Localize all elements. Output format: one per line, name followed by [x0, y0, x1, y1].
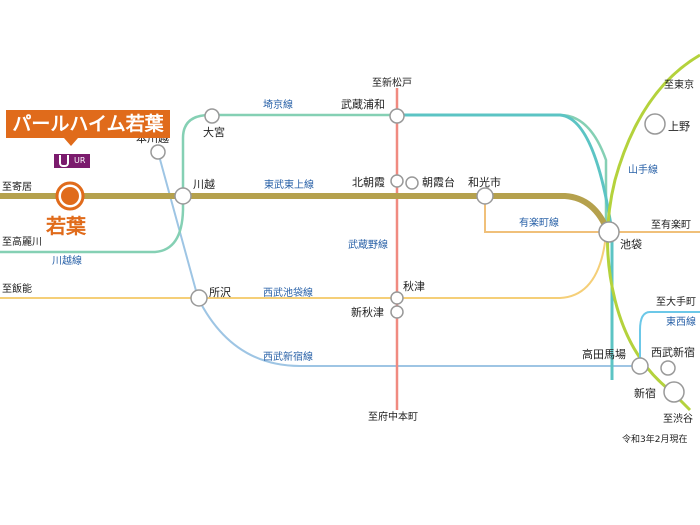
station-label-takadanobaba: 高田馬場 — [582, 347, 626, 361]
line-label-tobu-tojo: 東武東上線 — [264, 178, 314, 191]
ur-mark-icon — [59, 155, 69, 167]
station-marker-wakaba-center — [61, 187, 79, 205]
station-label-tokorozawa: 所沢 — [209, 285, 231, 299]
station-marker-musashi-urawa — [389, 108, 405, 124]
station-marker-kita-asaka — [390, 174, 404, 188]
station-marker-shinjuku — [663, 381, 685, 403]
station-label-kawagoe: 川越 — [193, 177, 215, 191]
station-marker-akitsu — [390, 291, 404, 305]
dest-tokyo: 至東京 — [664, 78, 694, 91]
ur-logo: UR — [54, 154, 90, 168]
station-label-seibu-shinjuku: 西武新宿 — [651, 345, 695, 359]
dest-shin-matsudo: 至新松戸 — [372, 76, 412, 89]
ur-logo-text: UR — [74, 156, 86, 165]
saikyo-teal-segment — [397, 113, 614, 380]
dest-komagawa: 至高麗川 — [2, 235, 42, 248]
station-marker-tokorozawa — [190, 289, 208, 307]
station-marker-ikebukuro — [598, 221, 620, 243]
line-label-saikyo: 埼京線 — [263, 98, 293, 111]
line-label-tozai: 東西線 — [666, 315, 696, 328]
nearest-station-label: 若葉 — [46, 214, 86, 238]
dest-shibuya: 至渋谷 — [663, 412, 693, 425]
station-label-shinjuku: 新宿 — [634, 386, 656, 400]
station-label-akitsu: 秋津 — [403, 279, 425, 293]
station-label-kita-asaka: 北朝霞 — [352, 176, 385, 189]
station-label-ikebukuro: 池袋 — [620, 237, 642, 251]
line-label-musashino: 武蔵野線 — [348, 238, 388, 251]
line-label-kawagoe: 川越線 — [52, 254, 82, 267]
station-marker-shin-akitsu — [390, 305, 404, 319]
line-label-seibu-ikebukuro: 西武池袋線 — [263, 286, 313, 299]
station-label-asakadai: 朝霞台 — [422, 175, 455, 189]
station-marker-asakadai — [405, 176, 419, 190]
station-marker-takadanobaba — [631, 357, 649, 375]
as-of-note: 令和3年2月現在 — [622, 435, 688, 445]
property-name-banner: パールハイム若葉 — [6, 110, 170, 138]
dest-otemachi: 至大手町 — [656, 295, 696, 308]
tozai-line — [639, 311, 700, 366]
station-label-ueno: 上野 — [668, 120, 690, 133]
banner-pointer — [64, 138, 78, 146]
line-label-yurakucho: 有楽町線 — [519, 216, 559, 229]
kawagoe-saikyo-line — [0, 113, 608, 254]
station-marker-omiya — [204, 108, 220, 124]
yurakucho-line — [484, 196, 700, 233]
station-marker-seibu-shinjuku — [660, 360, 676, 376]
station-label-shin-akitsu: 新秋津 — [351, 305, 384, 319]
station-label-omiya: 大宮 — [203, 125, 225, 139]
station-marker-kawagoe — [174, 187, 192, 205]
dest-fuchu-hommachi: 至府中本町 — [368, 410, 418, 423]
seibu-ikebukuro-line — [0, 233, 607, 299]
dest-hanno: 至飯能 — [2, 282, 32, 295]
line-label-seibu-shinjuku: 西武新宿線 — [263, 350, 313, 363]
station-marker-ueno — [644, 113, 666, 135]
station-label-musashi-urawa: 武蔵浦和 — [341, 98, 385, 111]
dest-yurakucho: 至有楽町 — [651, 218, 691, 231]
station-marker-wakoshi — [476, 187, 494, 205]
station-label-wakoshi: 和光市 — [468, 175, 501, 189]
dest-yorii: 至寄居 — [2, 180, 32, 193]
station-marker-honkawagoe — [150, 144, 166, 160]
line-label-yamanote: 山手線 — [628, 163, 658, 176]
